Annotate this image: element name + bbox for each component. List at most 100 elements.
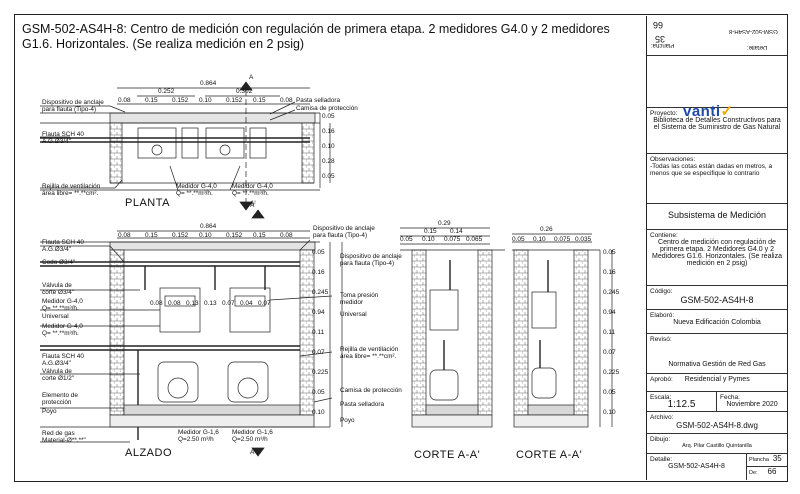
alz-inner-dim-2: 0.13 <box>186 300 199 307</box>
alz-v-dim-7: 0.05 <box>312 389 325 396</box>
plan-row-dim-6: 0.08 <box>280 97 293 104</box>
section-view-2 <box>512 233 613 428</box>
proyecto-cell: Proyecto: Biblioteca de Detalles Constru… <box>647 108 787 154</box>
contiene-cell: Contiene: Centro de medición con regulac… <box>647 230 787 286</box>
alz-label-g16b: Medidor G-1,6 Q=2.50 m³/h <box>232 429 273 443</box>
de-cell: De: 66 <box>749 467 777 476</box>
rot-num: 35 <box>655 34 666 44</box>
alz-v-dim-8: 0.10 <box>312 409 325 416</box>
plan-row-dim-2: 0.152 <box>172 97 189 104</box>
plan-label-medidor1: Medidor G-4,0 Q= **.**m³/h. <box>176 183 217 197</box>
alz-label-valvula2: Válvula de corte Ø1/2" <box>42 368 75 382</box>
alz-label-elemento: Elemento de protección <box>42 392 78 406</box>
plan-row-dim-0: 0.08 <box>118 97 131 104</box>
logo-cell: vanti✓ <box>647 56 787 120</box>
rot-66: 66 <box>653 20 664 30</box>
alz-label-camisa: Camisa de protección <box>340 387 402 394</box>
alz-label-red: Red de gas Material-Ø**.**" <box>42 430 86 444</box>
c-v-dim-7: 0.05 <box>603 389 616 396</box>
alz-label-valvula1: Válvula de corte Ø3/4" <box>42 282 75 296</box>
alz-label-g16a: Medidor G-1,6 Q=2.50 m³/h <box>178 429 219 443</box>
alz-v-dim-3: 0.94 <box>312 309 325 316</box>
plan-v-dim-0: 0.05 <box>322 113 335 120</box>
c-v-dim-0: 0.05 <box>603 249 616 256</box>
alz-row-dim-4: 0.152 <box>226 232 243 239</box>
observaciones-cell: Observaciones: -Todas las cotas están da… <box>647 154 787 204</box>
plan-row-dim-5: 0.15 <box>253 97 266 104</box>
alz-v-dim-1: 0.16 <box>312 269 325 276</box>
elaboro-cell: Elaboró: Nueva Edificación Colombia <box>647 310 787 334</box>
plan-label-medidor2: Medidor G-4,0 Q= **.**m³/h. <box>232 183 273 197</box>
alz-row-dim-6: 0.08 <box>280 232 293 239</box>
alz-inner-dim-0: 0.08 <box>150 300 163 307</box>
c1-row1-dim-1: 0.14 <box>450 228 463 235</box>
c1-dim-top: 0.29 <box>438 220 451 227</box>
alz-label-flauta2: Flauta SCH 40 A.G.Ø3/4" <box>42 353 84 367</box>
drawing-title: GSM-502-AS4H-8: Centro de medición con r… <box>22 22 610 51</box>
c1-row2-dim-0: 0.05 <box>400 236 413 243</box>
c-v-dim-8: 0.10 <box>603 409 616 416</box>
alz-inner-dim-1: 0.08 <box>168 300 181 307</box>
alz-dim-total: 0.864 <box>200 223 217 230</box>
section-mark-alz-top: A' <box>250 200 256 207</box>
plan-row-dim-4: 0.152 <box>226 97 243 104</box>
reviso-cell: Revisó: Normativa Gestión de Red Gas <box>647 334 787 374</box>
aprobo-cell: Aprobó: Residencial y Pymes <box>647 374 787 392</box>
alz-row-dim-2: 0.152 <box>172 232 189 239</box>
alz-row-dim-5: 0.15 <box>253 232 266 239</box>
c-v-dim-2: 0.245 <box>603 289 620 296</box>
alz-label-poyo: Poyo <box>42 408 57 415</box>
section-mark-plan-top: A <box>249 74 254 81</box>
alz-inner-dim-3: 0.13 <box>204 300 217 307</box>
alz-label-universal2: Universal <box>340 311 367 318</box>
c2-row-dim-1: 0.10 <box>533 236 546 243</box>
alz-label-universal1: Universal <box>42 313 69 320</box>
detalle-cell: Detalle: GSM-502-AS4H-8 <box>647 454 747 480</box>
alz-v-dim-4: 0.11 <box>312 329 325 336</box>
c1-row1-dim-0: 0.15 <box>424 228 437 235</box>
alz-label-medidor2: Medidor G-4,0 Q= **.**m³/h. <box>42 323 83 337</box>
c-v-dim-6: 0.225 <box>603 369 620 376</box>
c1-row2-dim-1: 0.10 <box>422 236 435 243</box>
drawing-frame <box>14 14 788 482</box>
plan-v-dim-3: 0.28 <box>322 158 335 165</box>
alz-row-dim-1: 0.15 <box>145 232 158 239</box>
plan-dim-total: 0.864 <box>200 80 217 87</box>
alz-label-medidor1: Medidor G-4,0 Q= **.**m³/h. <box>42 298 83 312</box>
escala-cell: Escala: 1:12.5 <box>647 392 717 412</box>
plan-row-dim-1: 0.15 <box>145 97 158 104</box>
alz-label-toma: Toma presión medidor <box>340 292 379 306</box>
section-mark-plan-bottom: A' <box>250 202 256 209</box>
plan-label-flauta: Flauta SCH 40 A.G.Ø3/4" <box>42 131 84 145</box>
dibujo-cell: Dibujo: Arq. Pilar Castillo Quintanilla <box>647 434 787 454</box>
plan-dim-a: 0.252 <box>158 88 175 95</box>
alz-row-dim-0: 0.08 <box>118 232 131 239</box>
c2-row-dim-2: 0.075 <box>554 236 571 243</box>
plan-dim-b: 0.302 <box>236 88 253 95</box>
view-title-corte2: CORTE A-A' <box>516 449 583 461</box>
alz-inner-dim-5: 0.04 <box>240 300 253 307</box>
alz-v-dim-6: 0.225 <box>312 369 329 376</box>
view-title-planta: PLANTA <box>125 197 170 209</box>
c2-dim-top: 0.26 <box>540 226 553 233</box>
view-title-alzado: ALZADO <box>125 447 173 459</box>
plan-label-rejilla: Rejilla de ventilación área libre= **.**… <box>42 183 101 197</box>
plan-v-dim-1: 0.16 <box>322 128 335 135</box>
alz-v-dim-0: 0.05 <box>312 249 325 256</box>
codigo-cell: Código: GSM-502-AS4H-8 <box>647 286 787 310</box>
vanti-logo: vanti✓ <box>683 103 734 120</box>
subsistema-cell: Subsistema de Medición <box>647 204 787 230</box>
c1-row2-dim-2: 0.075 <box>444 236 461 243</box>
alz-label-flauta1: Flauta SCH 40 A.G.Ø3/4" <box>42 239 84 253</box>
section-mark-alz-bottom: A' <box>250 449 256 456</box>
plan-view <box>40 81 331 211</box>
title-block-rotated: GSM-502-AS4H-8 Plancha: 35 Detalle: 66 <box>647 16 787 56</box>
rot-detalle: Detalle: <box>747 44 768 50</box>
plan-label-anclaje: Dispositivo de anclaje para flauta (Tipo… <box>42 99 104 113</box>
c2-row-dim-0: 0.05 <box>512 236 525 243</box>
archivo-cell: Archivo: GSM-502-AS4H-8.dwg <box>647 412 787 434</box>
c-v-dim-1: 0.16 <box>603 269 616 276</box>
alz-inner-dim-4: 0.07 <box>222 300 235 307</box>
alz-v-dim-5: 0.07 <box>312 349 325 356</box>
